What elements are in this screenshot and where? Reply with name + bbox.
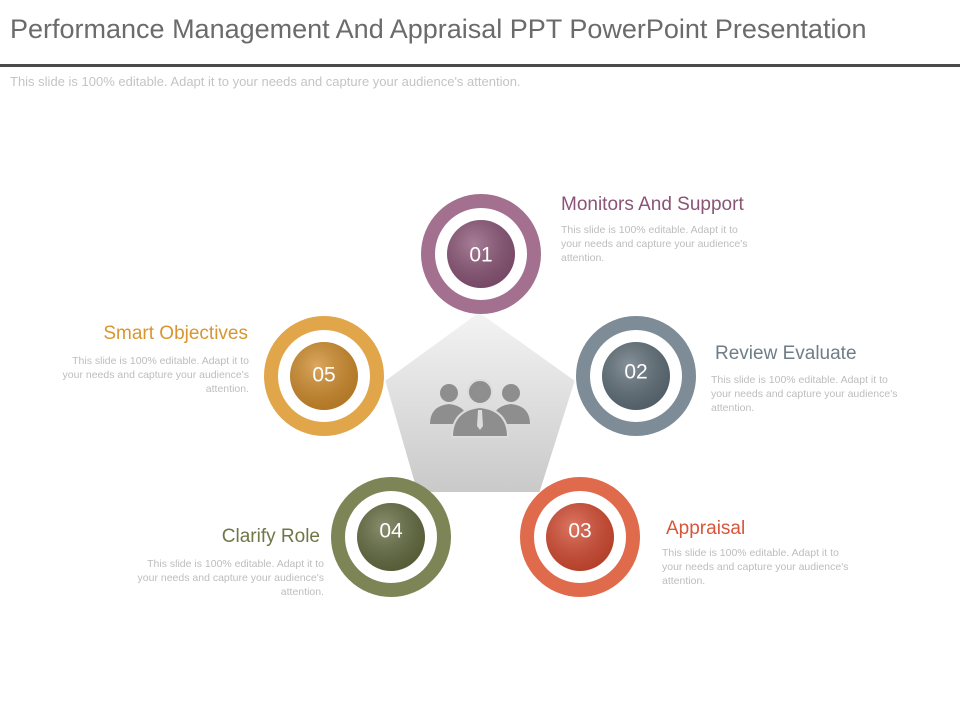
step-number: 02: [624, 361, 647, 384]
step-heading-04: Clarify Role: [221, 526, 320, 547]
step-number: 03: [568, 520, 591, 543]
step-description-01: This slide is 100% editable. Adapt it to…: [561, 224, 748, 264]
step-heading-03: Appraisal: [666, 518, 746, 539]
step-heading-05: Smart Objectives: [103, 323, 248, 344]
step-node-05: 05: [264, 316, 384, 436]
step-node-03: 03: [520, 477, 640, 597]
step-number: 01: [469, 244, 492, 267]
step-node-04: 04: [331, 477, 451, 597]
step-node-01: 01: [421, 194, 541, 314]
team-people-icon: [430, 379, 530, 438]
step-description-05: This slide is 100% editable. Adapt it to…: [62, 355, 249, 395]
step-heading-01: Monitors And Support: [561, 194, 744, 215]
step-description-04: This slide is 100% editable. Adapt it to…: [137, 558, 324, 598]
slide-subtitle: This slide is 100% editable. Adapt it to…: [10, 74, 521, 89]
step-description-03: This slide is 100% editable. Adapt it to…: [662, 547, 849, 587]
step-heading-02: Review Evaluate: [715, 343, 857, 364]
step-number: 04: [379, 520, 403, 543]
slide-title: Performance Management And Appraisal PPT…: [10, 14, 867, 44]
step-node-02: 02: [576, 316, 696, 436]
step-description-02: This slide is 100% editable. Adapt it to…: [711, 374, 898, 414]
step-number: 05: [312, 364, 335, 387]
title-divider: [0, 64, 960, 67]
